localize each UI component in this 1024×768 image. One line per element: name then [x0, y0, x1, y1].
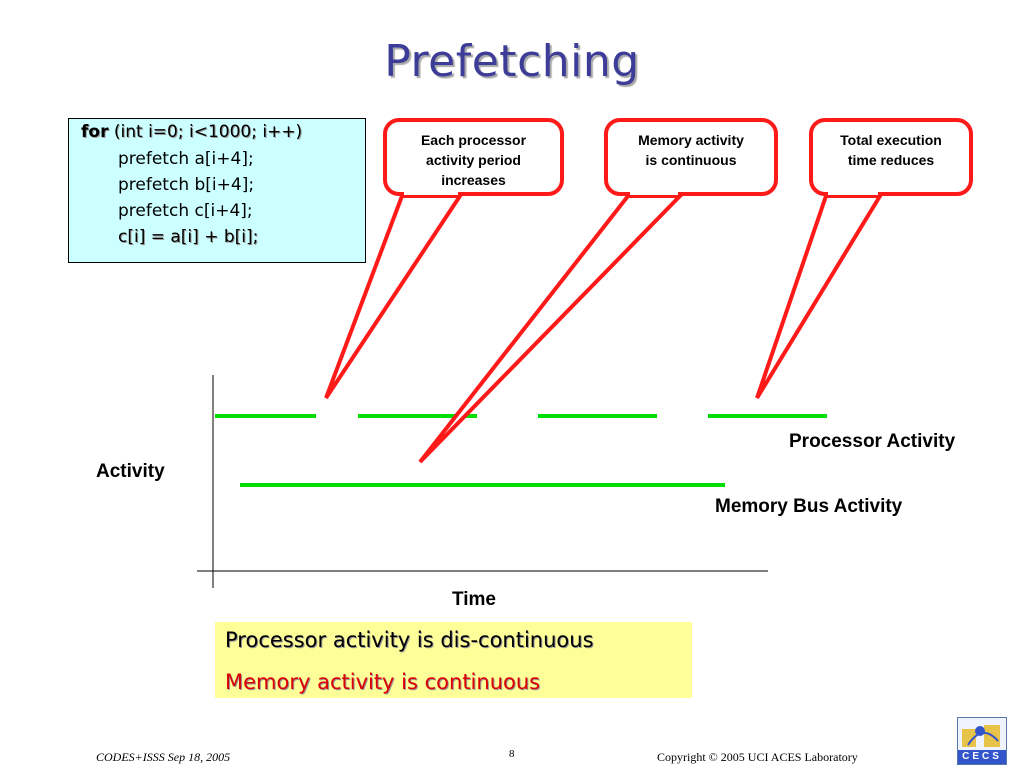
logo-figure-icon [962, 725, 1000, 747]
processor-activity-label: Processor Activity [789, 431, 956, 452]
callout-pointer-processor [324, 194, 464, 400]
logo-text: CECS [958, 750, 1006, 764]
callout-execution-time: Total execution time reduces [809, 118, 973, 196]
callout-pointer-execution [755, 194, 884, 400]
callout-pointer-memory [418, 194, 685, 464]
callout-text: Memory activity [638, 132, 744, 148]
code-keyword-for: for [81, 122, 109, 142]
footer-conference: CODES+ISSS Sep 18, 2005 [96, 750, 231, 764]
x-axis-label: Time [452, 589, 497, 610]
code-loop-header: (int i=0; i<1000; i++) [108, 122, 303, 142]
code-line-4: prefetch c[i+4]; [118, 201, 253, 221]
code-line-2: prefetch a[i+4]; [118, 149, 254, 169]
summary-line-memory: Memory activity is continuous [225, 670, 541, 694]
callout-text: Total execution [840, 132, 942, 148]
footer-page-number: 8 [509, 748, 515, 760]
code-box: for (int i=0; i<1000; i++) prefetch a[i+… [68, 118, 366, 263]
code-line-3: prefetch b[i+4]; [118, 175, 255, 195]
footer-copyright: Copyright © 2005 UCI ACES Laboratory [657, 750, 858, 764]
callout-memory-continuous: Memory activity is continuous [604, 118, 778, 196]
callout-processor-period: Each processor activity period increases [383, 118, 564, 196]
summary-line-processor: Processor activity is dis-continuous [225, 628, 594, 652]
y-axis-label: Activity [96, 461, 165, 482]
code-line-5: c[i] = a[i] + b[i]; [118, 227, 259, 247]
callout-text: activity period [426, 152, 521, 168]
memory-bus-activity-label: Memory Bus Activity [715, 496, 903, 517]
summary-box: Processor activity is dis-continuous Mem… [215, 622, 692, 698]
callout-text: increases [441, 172, 506, 188]
callout-text: is continuous [645, 152, 737, 168]
code-line-1: for (int i=0; i<1000; i++) [81, 122, 302, 142]
slide-title: Prefetching [384, 36, 640, 87]
callout-text: time reduces [847, 152, 935, 168]
cecs-logo: CECS [957, 717, 1007, 765]
callout-text: Each processor [420, 132, 527, 148]
